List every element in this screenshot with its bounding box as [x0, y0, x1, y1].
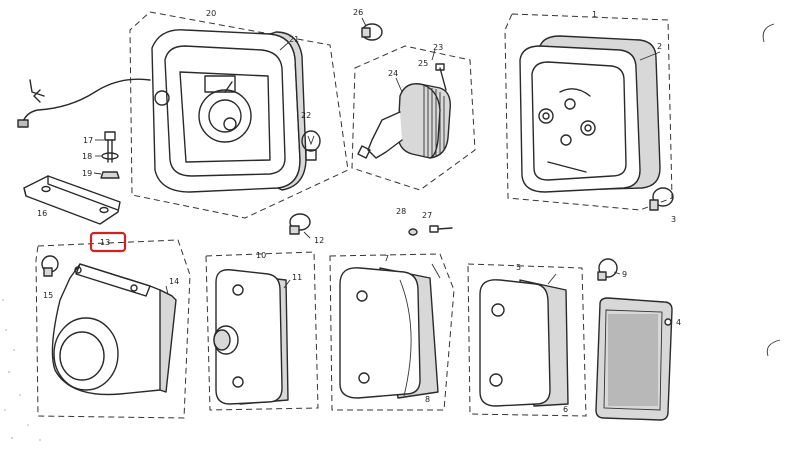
washer-28 [408, 228, 418, 236]
bulb-22 [301, 130, 321, 161]
housing-20 [17, 11, 349, 219]
bulb-12 [289, 213, 311, 239]
lamp-5 [467, 263, 587, 417]
bulb-9 [597, 258, 618, 281]
washer-18 [95, 152, 119, 160]
label-17: 17 [83, 136, 93, 145]
label-1: 1 [592, 10, 597, 19]
label-6: 6 [563, 405, 568, 414]
label-14: 14 [169, 277, 179, 286]
bulb-3 [649, 187, 674, 211]
label-10: 10 [256, 251, 266, 260]
label-21: 21 [289, 35, 299, 44]
highlighted-label-13[interactable]: 13 [89, 231, 127, 253]
label-5: 5 [516, 263, 521, 272]
label-23: 23 [433, 43, 443, 52]
label-22: 22 [301, 111, 311, 120]
label-27: 27 [422, 211, 432, 220]
label-12: 12 [314, 236, 324, 245]
label-15: 15 [43, 291, 53, 300]
label-20: 20 [206, 9, 216, 18]
holder-23 [351, 45, 476, 191]
label-26: 26 [353, 8, 363, 17]
bolt-17 [95, 131, 116, 163]
part-labels: 1 2 3 4 5 6 7 8 9 10 11 12 14 15 16 17 1… [37, 8, 681, 414]
label-24: 24 [388, 69, 398, 78]
lamp-assembly-1 [504, 13, 673, 211]
bulb-26 [361, 17, 383, 41]
label-13: 13 [100, 238, 110, 247]
label-4: 4 [676, 318, 681, 327]
highlight-box [89, 231, 127, 253]
label-19: 19 [82, 169, 92, 178]
leader-lines [165, 41, 661, 295]
lamp-13 [35, 239, 191, 419]
label-16: 16 [37, 209, 47, 218]
label-11: 11 [292, 273, 302, 282]
label-3: 3 [671, 215, 676, 224]
label-8: 8 [425, 395, 430, 404]
label-28: 28 [396, 207, 406, 216]
reflector-4 [595, 297, 673, 421]
edge-marks [762, 23, 781, 357]
bulb-15 [41, 255, 59, 277]
label-9: 9 [622, 270, 627, 279]
nut-19 [93, 171, 120, 179]
label-25: 25 [418, 59, 428, 68]
bracket-16 [23, 175, 121, 225]
lamp-7 [329, 253, 455, 411]
screw-27 [429, 225, 453, 233]
label-18: 18 [82, 152, 92, 161]
scan-noise [2, 299, 41, 441]
label-7: 7 [384, 254, 389, 263]
lamp-10 [205, 251, 319, 411]
label-2: 2 [657, 42, 662, 51]
